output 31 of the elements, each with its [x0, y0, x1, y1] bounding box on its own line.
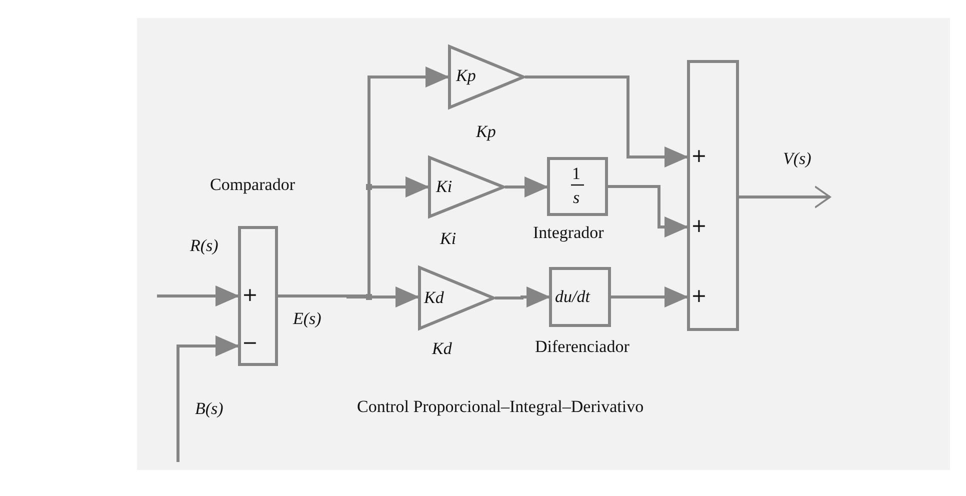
sign-symbol: +: [691, 217, 707, 236]
signal-arrow: [610, 286, 688, 308]
sign-symbol: +: [691, 287, 707, 306]
signal-arrow: [525, 76, 688, 168]
signal-arrow: [156, 286, 240, 306]
edge-label: B(s): [195, 400, 224, 417]
block-caption: Diferenciador: [535, 338, 630, 355]
block-label: Ki: [436, 178, 452, 195]
signal-arrow: [495, 286, 550, 308]
block-caption: Ki: [440, 230, 456, 247]
block-caption: Integrador: [533, 224, 604, 241]
block-label: 1: [572, 165, 580, 182]
sign-symbol: −: [242, 334, 258, 353]
signal-arrow: [504, 176, 548, 198]
edge-label: R(s): [190, 237, 218, 254]
block-label: s: [573, 189, 580, 206]
diagram-caption: Control Proporcional–Integral–Derivativo: [357, 398, 644, 415]
block-label: Kd: [424, 289, 444, 306]
block-caption: Kp: [476, 123, 496, 140]
edge-label: V(s): [783, 150, 812, 167]
signal-arrow: [176, 336, 240, 464]
signal-arrow: [278, 286, 420, 308]
block-label: Kp: [456, 67, 476, 84]
signal-arrow: [738, 186, 831, 208]
sign-symbol: +: [242, 286, 258, 305]
edge-label: E(s): [293, 310, 322, 327]
signal-arrow: [608, 185, 688, 238]
block-caption: Comparador: [210, 176, 295, 193]
block-label: du/dt: [555, 288, 590, 305]
block-caption: Kd: [432, 340, 452, 357]
sign-symbol: +: [691, 147, 707, 166]
